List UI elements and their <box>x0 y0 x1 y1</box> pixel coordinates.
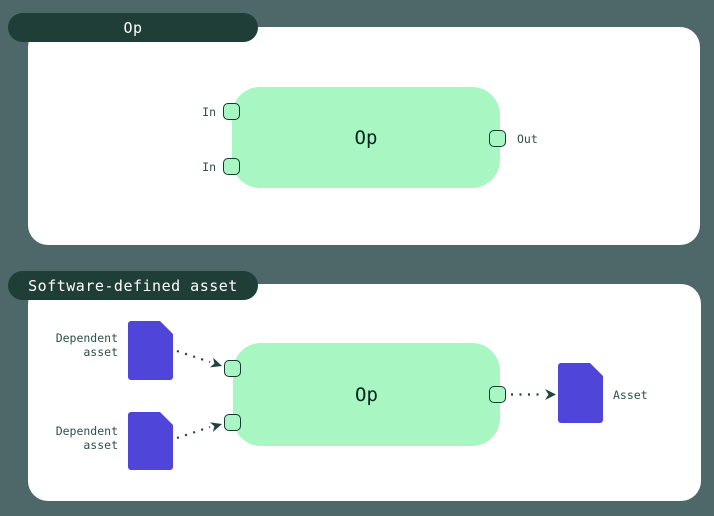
asset-label: Asset <box>613 388 648 402</box>
dependent-asset-label-1: Dependent asset <box>55 331 118 359</box>
sda-input-port-1 <box>224 360 241 377</box>
op-output-port <box>489 130 506 147</box>
asset-doc-icon <box>558 363 603 423</box>
op-input-label-1: In <box>202 105 216 119</box>
dependent-asset-doc-icon-2 <box>128 412 173 470</box>
sda-section-title: Software-defined asset <box>28 276 238 295</box>
op-input-port-2 <box>223 158 240 175</box>
op-section-title-pill: Op <box>8 13 258 42</box>
sda-op-node: Op <box>233 343 500 446</box>
sda-output-port <box>489 386 506 403</box>
sda-section-title-pill: Software-defined asset <box>8 271 258 300</box>
sda-op-node-label: Op <box>355 383 378 406</box>
op-section-title: Op <box>123 18 143 37</box>
op-input-port-1 <box>223 103 240 120</box>
dependent-asset-doc-icon-1 <box>128 321 173 380</box>
sda-input-port-2 <box>224 414 241 431</box>
op-node-label: Op <box>354 126 378 149</box>
op-node: Op <box>232 87 500 188</box>
dependent-asset-label-2: Dependent asset <box>55 424 118 452</box>
op-input-label-2: In <box>202 160 216 174</box>
op-output-label: Out <box>517 132 538 146</box>
